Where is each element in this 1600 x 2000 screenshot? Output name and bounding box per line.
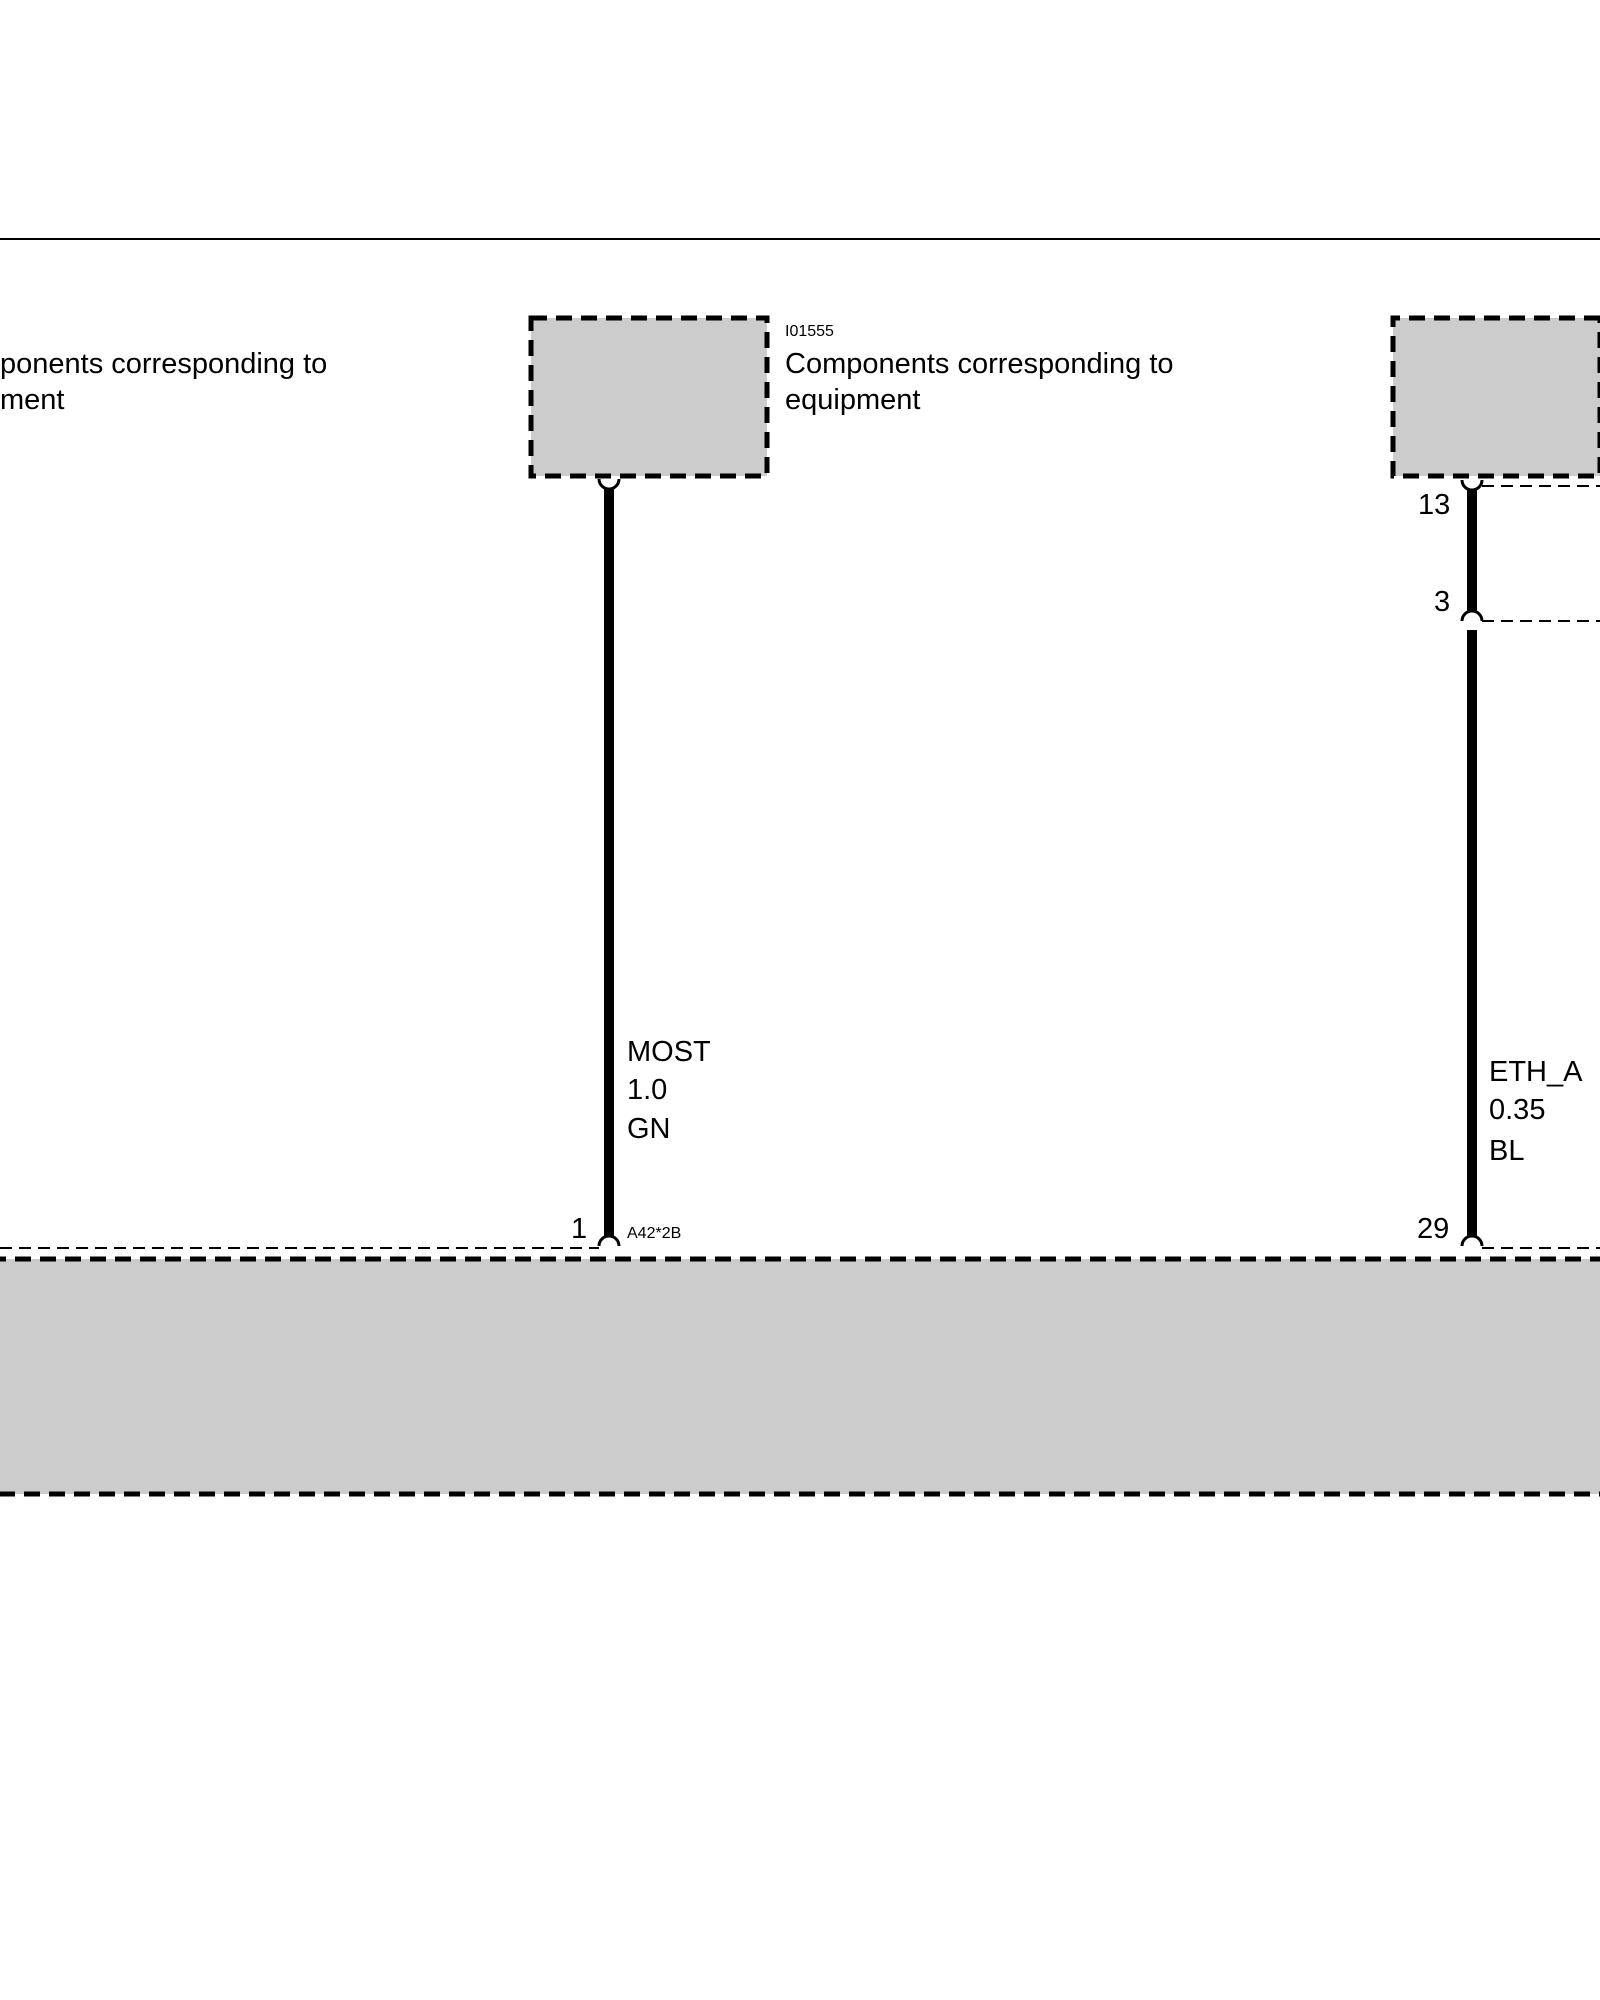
most-wire-pin-number: 1 xyxy=(571,1213,587,1245)
eth-pin-mid-terminal xyxy=(1460,609,1484,622)
most-wire-color-label: GN xyxy=(627,1113,671,1145)
eth-wire-signal-label: ETH_A xyxy=(1489,1056,1583,1088)
most-wire-connector-label: A42*2B xyxy=(627,1225,681,1242)
left-component-description-line1: ponents corresponding to xyxy=(0,348,327,380)
eth-wire-color-label: BL xyxy=(1489,1135,1524,1167)
control-unit-box[interactable] xyxy=(0,1256,1600,1497)
most-pin-bottom-terminal xyxy=(597,1234,621,1247)
eth-wire-size-label: 0.35 xyxy=(1489,1094,1545,1126)
left-component-description-line2: ment xyxy=(0,384,64,416)
most-wire-size-label: 1.0 xyxy=(627,1074,667,1106)
middle-component-description-line1: Components corresponding to xyxy=(785,348,1174,380)
eth-pin-bottom-terminal xyxy=(1460,1234,1484,1247)
eth-wire-pin-bottom-number: 29 xyxy=(1417,1213,1449,1245)
right-component-box[interactable] xyxy=(1390,315,1600,479)
most-wire-signal-label: MOST xyxy=(627,1036,711,1068)
most-pin-top-terminal xyxy=(597,478,621,491)
eth-pin-top-terminal xyxy=(1460,479,1484,492)
middle-component-description-line2: equipment xyxy=(785,384,920,416)
middle-component-box[interactable] xyxy=(528,315,770,479)
eth-wire-pin-top-number: 13 xyxy=(1418,489,1450,521)
middle-component-id: I01555 xyxy=(785,323,834,340)
eth-wire-pin-mid-number: 3 xyxy=(1434,586,1450,618)
